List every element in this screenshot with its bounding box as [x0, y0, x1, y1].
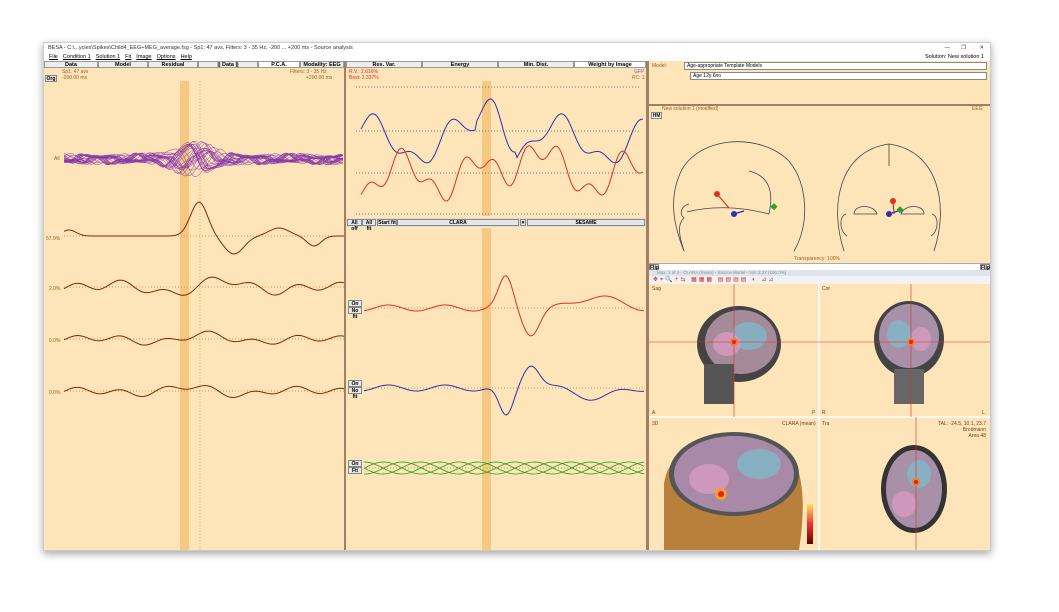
- solution-label: Solution: New solution 1: [925, 53, 984, 61]
- tal-coordinates: TAL: -24.5, 10.1, 23.7 Brodmann Area 48: [938, 421, 986, 439]
- mri-window-title: Max: 1 of 4 - CLARA (mean) - Source Mode…: [657, 270, 786, 275]
- method-dropdown[interactable]: ▾: [520, 219, 526, 226]
- dipole-1-coronal[interactable]: [890, 198, 896, 204]
- menu-condition[interactable]: Condition 1: [63, 54, 91, 60]
- pc-trace: [64, 386, 344, 398]
- view-label-tra: Tra: [822, 421, 829, 427]
- all-off-button[interactable]: All off: [347, 219, 362, 226]
- orient-a: A: [652, 410, 655, 416]
- menu-solution[interactable]: Solution 1: [96, 54, 120, 60]
- method-clara-button[interactable]: CLARA: [397, 219, 519, 226]
- dipole-3-sagittal[interactable]: [770, 203, 777, 210]
- tab-weight-by-image[interactable]: Weight by Image: [574, 61, 646, 68]
- tab-min-dist[interactable]: Min. Dist.: [498, 61, 574, 68]
- trace-label-pc2: 2.0%: [49, 286, 60, 292]
- pc-trace: [64, 331, 344, 345]
- head-view-scrollbar[interactable]: Flip Flip: [649, 263, 990, 270]
- trace-label-all: All: [54, 156, 60, 162]
- menu-options[interactable]: Options: [157, 54, 176, 60]
- view-label-cor: Cor: [822, 286, 830, 292]
- source2-fit-button[interactable]: No fit: [348, 387, 362, 394]
- close-button[interactable]: ✕: [979, 43, 984, 53]
- source2-on-button[interactable]: On: [348, 380, 362, 387]
- dipole-2-sagittal[interactable]: [731, 211, 737, 217]
- dipole-2-coronal[interactable]: [886, 211, 892, 217]
- tab-data-filtered[interactable]: || Data ||: [198, 61, 258, 68]
- mri-toolbar: ✥⌖🔍+⇆ ▦▦▦ ▤▤▤▤ ◐ ⊿⊿: [649, 276, 990, 284]
- all-fit-button[interactable]: All fit: [362, 219, 376, 226]
- tab-res-var[interactable]: Res. Var.: [346, 61, 422, 68]
- dipole-1-sagittal[interactable]: [714, 191, 720, 197]
- tab-modality[interactable]: Modality: EEG: [300, 61, 344, 68]
- source-waveform-1: [364, 276, 644, 336]
- coronal-head-outline: [838, 144, 941, 251]
- menu-bar: File Condition 1 Solution 1 Fit Image Options…: [44, 53, 990, 61]
- orient-r: R: [822, 410, 826, 416]
- rv-curve: [361, 146, 643, 201]
- transparency-label: Transparency: 100%: [794, 256, 840, 262]
- menu-help[interactable]: Help: [181, 54, 192, 60]
- start-fit-button[interactable]: Start fit: [377, 219, 397, 226]
- pc-trace: [64, 277, 344, 295]
- view-label-3d: 3D: [652, 421, 658, 427]
- sagittal-head-outline: [674, 142, 805, 251]
- window-title: BESA - C:\...ycles\Spikes\Child4_EEG+MEG…: [48, 45, 353, 51]
- age-select[interactable]: Age 12y 6no: [690, 72, 987, 80]
- trace-label-pc1: 57.9%: [46, 236, 60, 242]
- minimize-button[interactable]: —: [945, 43, 951, 53]
- clara-mean-label: CLARA (mean): [782, 421, 816, 427]
- mri-views: [649, 284, 990, 550]
- area-label: Area 48: [938, 433, 986, 439]
- maximize-button[interactable]: ❐: [961, 43, 966, 53]
- menu-fit[interactable]: Fit: [125, 54, 131, 60]
- tab-data[interactable]: Data: [44, 61, 98, 68]
- source-waveform-area: [346, 228, 646, 550]
- residual-variance-plot: [346, 81, 646, 216]
- mri-tool-icons[interactable]: ✥⌖🔍+⇆ ▦▦▦ ▤▤▤▤ ◐ ⊿⊿: [653, 276, 775, 284]
- source-waveform-2: [364, 366, 644, 415]
- method-sesame-button[interactable]: SESAME: [527, 219, 645, 226]
- dipole-3-coronal[interactable]: [896, 206, 903, 213]
- gfp-curve: [361, 99, 643, 163]
- colorbar: [807, 504, 813, 544]
- source1-fit-button[interactable]: No fit: [348, 307, 362, 314]
- trace-label-pc3: 0.0%: [49, 338, 60, 344]
- fit-toolbar: All off All fit Start fit CLARA ▾ SESAME: [346, 218, 646, 227]
- orient-p: P: [812, 410, 815, 416]
- tab-model[interactable]: Model: [98, 61, 148, 68]
- source3-fit-button[interactable]: Fit: [348, 467, 362, 474]
- head-model-views: [649, 106, 990, 264]
- model-label: Model:: [652, 63, 667, 69]
- tab-residual[interactable]: Residual: [148, 61, 198, 68]
- tab-pca[interactable]: P.C.A.: [258, 61, 300, 68]
- source1-on-button[interactable]: On: [348, 300, 362, 307]
- menu-file[interactable]: File: [49, 54, 58, 60]
- menu-image[interactable]: Image: [136, 54, 151, 60]
- view-label-sag: Sag: [652, 286, 661, 292]
- title-bar: BESA - C:\...ycles\Spikes\Child4_EEG+MEG…: [44, 43, 990, 53]
- pc-trace: [64, 202, 344, 254]
- left-waveform-area: [44, 81, 344, 550]
- model-select[interactable]: Age-appropriate Template Models: [684, 62, 987, 70]
- source3-on-button[interactable]: On: [348, 460, 362, 467]
- orient-l: L: [982, 410, 985, 416]
- besa-window: BESA - C:\...ycles\Spikes\Child4_EEG+MEG…: [43, 42, 991, 551]
- trace-label-pc4: 0.0%: [49, 390, 60, 396]
- tab-energy[interactable]: Energy: [422, 61, 498, 68]
